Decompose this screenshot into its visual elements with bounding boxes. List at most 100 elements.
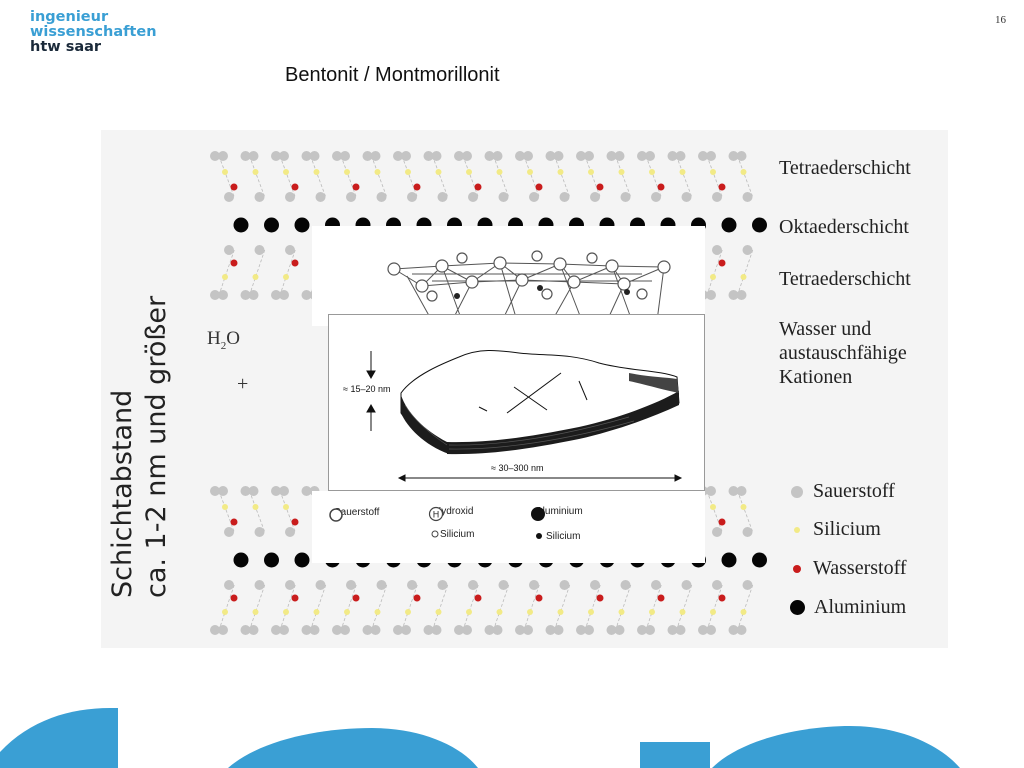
- oxygen-atom: [309, 151, 320, 161]
- oxygen-atom: [423, 151, 434, 161]
- hydrogen-atom: [230, 518, 238, 526]
- lattice-bond: [676, 155, 693, 198]
- inset-legend-label: Sauerstoff: [334, 507, 380, 518]
- silicon-atom: [374, 169, 381, 175]
- silicon-atom: [710, 169, 716, 175]
- oxygen-atom: [309, 625, 320, 635]
- silicon-atom: [435, 609, 442, 615]
- oxygen-atom: [218, 290, 228, 300]
- lattice-bond: [249, 490, 266, 533]
- oxygen-atom: [423, 625, 434, 635]
- oxygen-atom: [210, 151, 220, 161]
- oxygen-atom: [340, 625, 350, 635]
- oxygen-atom: [240, 290, 251, 300]
- slide-title: Bentonit / Montmorillonit: [285, 64, 500, 86]
- hydrogen-atom: [291, 259, 299, 267]
- lattice-bond: [706, 584, 723, 631]
- oxygen-atom: [362, 151, 373, 161]
- oxygen-atom: [620, 580, 631, 590]
- oxygen-atom: [681, 580, 692, 590]
- inset-legend-hydroxid: H Hydroxid: [428, 506, 474, 522]
- silicon-atom: [313, 169, 320, 175]
- silicon-atom: [313, 609, 320, 615]
- hydrogen-atom: [230, 259, 238, 267]
- oxygen-atom: [315, 580, 326, 590]
- oxygen-atom: [437, 192, 448, 202]
- lattice-bond: [523, 155, 540, 198]
- lattice-bond: [554, 155, 571, 198]
- silicon-atom: [466, 609, 472, 615]
- logo-line-2: wissenschaften: [30, 24, 157, 40]
- aluminium-atom: [294, 552, 310, 568]
- clay-platelet-sketch: [366, 350, 683, 482]
- oxygen-atom: [712, 245, 722, 255]
- legend-label: Wasserstoff: [813, 557, 907, 579]
- silicon-atom: [496, 609, 503, 615]
- oxygen-atom: [462, 151, 472, 161]
- oxygen-atom: [210, 625, 220, 635]
- axis-label-line-2: ca. 1-2 nm und größer: [141, 295, 172, 598]
- silicon-atom: [283, 169, 289, 175]
- oxygen-atom: [454, 151, 464, 161]
- oxygen-atom: [498, 192, 509, 202]
- oxygen-atom: [431, 625, 442, 635]
- oxygen-atom: [248, 486, 259, 496]
- silicon-atom: [710, 274, 716, 280]
- oxygen-atom: [301, 486, 312, 496]
- silicon-atom: [557, 609, 564, 615]
- inset-legend-label: Aluminium: [536, 506, 583, 517]
- lattice-bond: [249, 155, 266, 198]
- oxygen-atom: [584, 151, 594, 161]
- hydrogen-atom: [230, 183, 238, 191]
- lattice-bond: [279, 155, 296, 198]
- oxygen-atom: [210, 290, 220, 300]
- oxygen-atom: [407, 580, 417, 590]
- oxygen-atom: [240, 625, 251, 635]
- oxygen-atom: [468, 192, 478, 202]
- silicon-atom: [374, 609, 381, 615]
- silicon-atom: [740, 504, 747, 510]
- thickness-label: ≈ 15–20 nm: [343, 384, 391, 394]
- lattice-bond: [737, 249, 754, 296]
- oxygen-atom: [301, 290, 312, 300]
- oxygen-atom: [712, 580, 722, 590]
- inset-legend-label: Hydroxid: [434, 506, 474, 517]
- hydrogen-atom: [718, 259, 726, 267]
- silicon-atom: [405, 169, 411, 175]
- oxygen-atom: [285, 527, 295, 537]
- oxygen-atom: [254, 580, 265, 590]
- lattice-bond: [584, 584, 601, 631]
- lattice-bond: [249, 249, 266, 296]
- oxygen-atom: [637, 151, 647, 161]
- lattice-bond: [432, 155, 449, 198]
- hydrogen-atom: [291, 594, 299, 602]
- lattice-bond: [676, 584, 693, 631]
- silicon-atom: [618, 169, 625, 175]
- hydrogen-atom: [413, 183, 421, 191]
- oxygen-atom: [706, 290, 716, 300]
- oxygen-atom: [454, 625, 464, 635]
- oxygen-atom: [224, 245, 234, 255]
- oxygen-atom: [651, 580, 661, 590]
- silicon-atom: [557, 169, 564, 175]
- oxygen-atom: [736, 625, 747, 635]
- oxygen-atom: [742, 527, 753, 537]
- silicon-atom: [283, 504, 289, 510]
- oxygen-atom: [498, 580, 509, 590]
- oxygen-atom: [736, 486, 747, 496]
- oxygen-atom: [706, 151, 716, 161]
- hydroxid-circle-icon: H: [428, 506, 444, 522]
- inset-legend-aluminium: Aluminium: [530, 506, 583, 521]
- oxygen-atom: [362, 625, 373, 635]
- lattice-bond: [615, 155, 632, 198]
- oxygen-atom: [667, 151, 678, 161]
- water-label: H2O: [207, 328, 240, 352]
- hydrogen-atom: [352, 183, 360, 191]
- oxygen-atom: [218, 625, 228, 635]
- plus-sign: +: [237, 373, 249, 395]
- lattice-bond: [310, 584, 327, 631]
- oxygen-atom: [614, 151, 625, 161]
- legend-label: Aluminium: [814, 596, 907, 618]
- sauerstoff-dot-icon: [791, 485, 803, 498]
- hydrogen-atom: [657, 183, 665, 191]
